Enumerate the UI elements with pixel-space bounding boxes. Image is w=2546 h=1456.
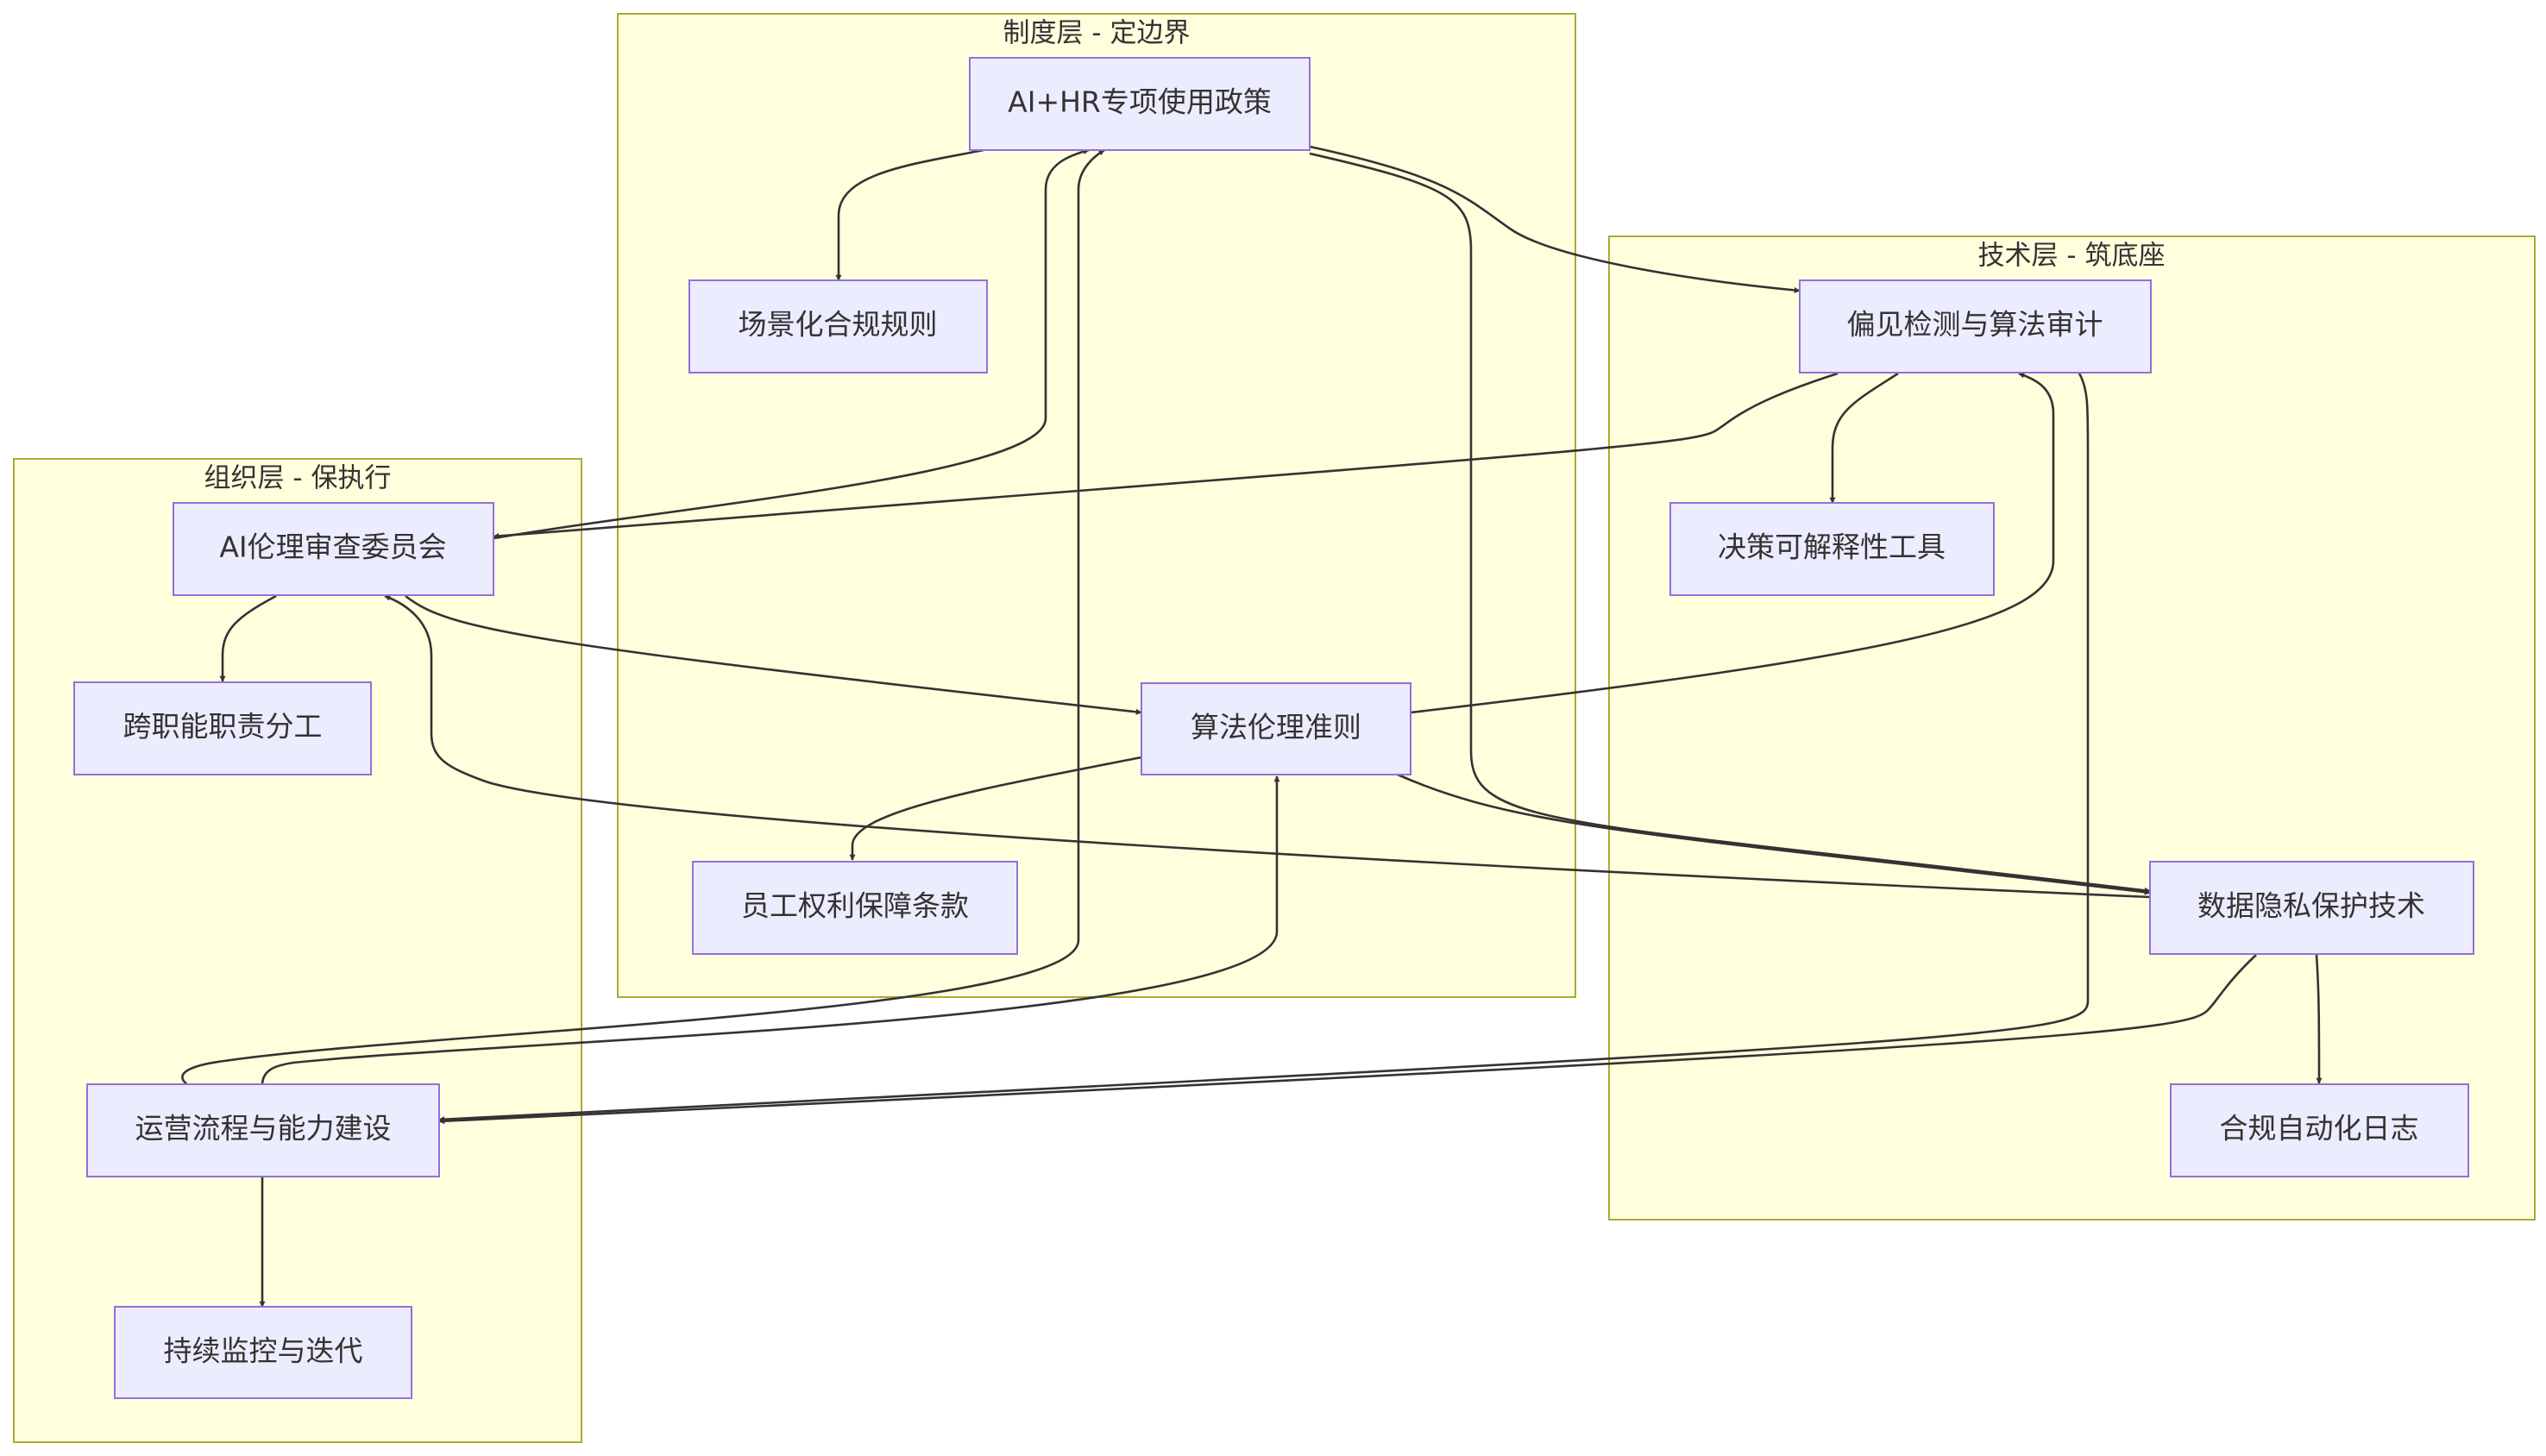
node-cross-functional[interactable]: 跨职能职责分工 bbox=[73, 681, 372, 775]
edge-bias-audit-to-ethics-committee bbox=[493, 372, 1839, 539]
node-privacy-tech[interactable]: 数据隐私保护技术 bbox=[2149, 861, 2474, 955]
cluster-organization-layer: 组织层 - 保执行 bbox=[13, 458, 582, 1443]
node-label: 场景化合规规则 bbox=[739, 308, 938, 342]
edge-ethics-committee-to-policy bbox=[493, 148, 1090, 540]
node-label: 算法伦理准则 bbox=[1191, 711, 1361, 744]
edge-ethics-guidelines-to-privacy-tech bbox=[1397, 773, 2151, 895]
edge-bias-audit-to-explainability bbox=[1829, 372, 1899, 504]
node-ethics-committee[interactable]: AI伦理审查委员会 bbox=[173, 502, 494, 596]
edge-privacy-tech-to-operations bbox=[438, 954, 2257, 1125]
cluster-title: 制度层 - 定边界 bbox=[1003, 18, 1191, 49]
edge-policy-to-scenario-rules bbox=[835, 148, 984, 281]
edges bbox=[181, 145, 2323, 1308]
cluster-title: 组织层 - 保执行 bbox=[204, 463, 392, 494]
node-policy[interactable]: AI+HR专项使用政策 bbox=[969, 57, 1311, 151]
edge-operations-to-ethics-guidelines bbox=[261, 775, 1280, 1086]
node-ethics-guidelines[interactable]: 算法伦理准则 bbox=[1141, 682, 1411, 775]
cluster-institution-layer: 制度层 - 定边界 bbox=[617, 13, 1576, 998]
node-monitoring[interactable]: 持续监控与迭代 bbox=[114, 1306, 412, 1399]
cluster-title: 技术层 - 筑底座 bbox=[1978, 241, 2166, 272]
node-label: 数据隐私保护技术 bbox=[2197, 889, 2425, 923]
node-explainability[interactable]: 决策可解释性工具 bbox=[1669, 502, 1995, 596]
node-label: AI伦理审查委员会 bbox=[219, 530, 446, 564]
cluster-technology-layer: 技术层 - 筑底座 bbox=[1608, 235, 2536, 1221]
edge-policy-to-bias-audit bbox=[1309, 145, 1801, 293]
edge-ethics-guidelines-to-bias-audit bbox=[1410, 372, 2055, 714]
node-label: 运营流程与能力建设 bbox=[135, 1112, 392, 1145]
node-scenario-rules[interactable]: 场景化合规规则 bbox=[688, 279, 988, 373]
node-label: 持续监控与迭代 bbox=[164, 1334, 363, 1368]
node-label: 员工权利保障条款 bbox=[741, 889, 969, 923]
edge-policy-to-privacy-tech bbox=[1309, 152, 2151, 894]
edge-privacy-tech-to-ethics-committee bbox=[384, 594, 2151, 899]
edge-operations-to-policy bbox=[181, 148, 1105, 1087]
node-label: 合规自动化日志 bbox=[2220, 1112, 2419, 1145]
edge-privacy-tech-to-compliance-log bbox=[2315, 954, 2323, 1084]
node-label: AI+HR专项使用政策 bbox=[1008, 85, 1272, 119]
edge-ethics-committee-to-cross-functional bbox=[219, 594, 277, 682]
node-compliance-log[interactable]: 合规自动化日志 bbox=[2170, 1083, 2469, 1177]
edge-bias-audit-to-operations bbox=[438, 373, 2090, 1123]
node-employee-rights[interactable]: 员工权利保障条款 bbox=[692, 861, 1018, 955]
node-operations[interactable]: 运营流程与能力建设 bbox=[86, 1083, 440, 1177]
node-label: 决策可解释性工具 bbox=[1718, 530, 1946, 564]
node-label: 跨职能职责分工 bbox=[123, 710, 323, 744]
edge-ethics-committee-to-ethics-guidelines bbox=[405, 594, 1142, 715]
node-bias-audit[interactable]: 偏见检测与算法审计 bbox=[1799, 279, 2152, 373]
node-label: 偏见检测与算法审计 bbox=[1847, 308, 2103, 342]
